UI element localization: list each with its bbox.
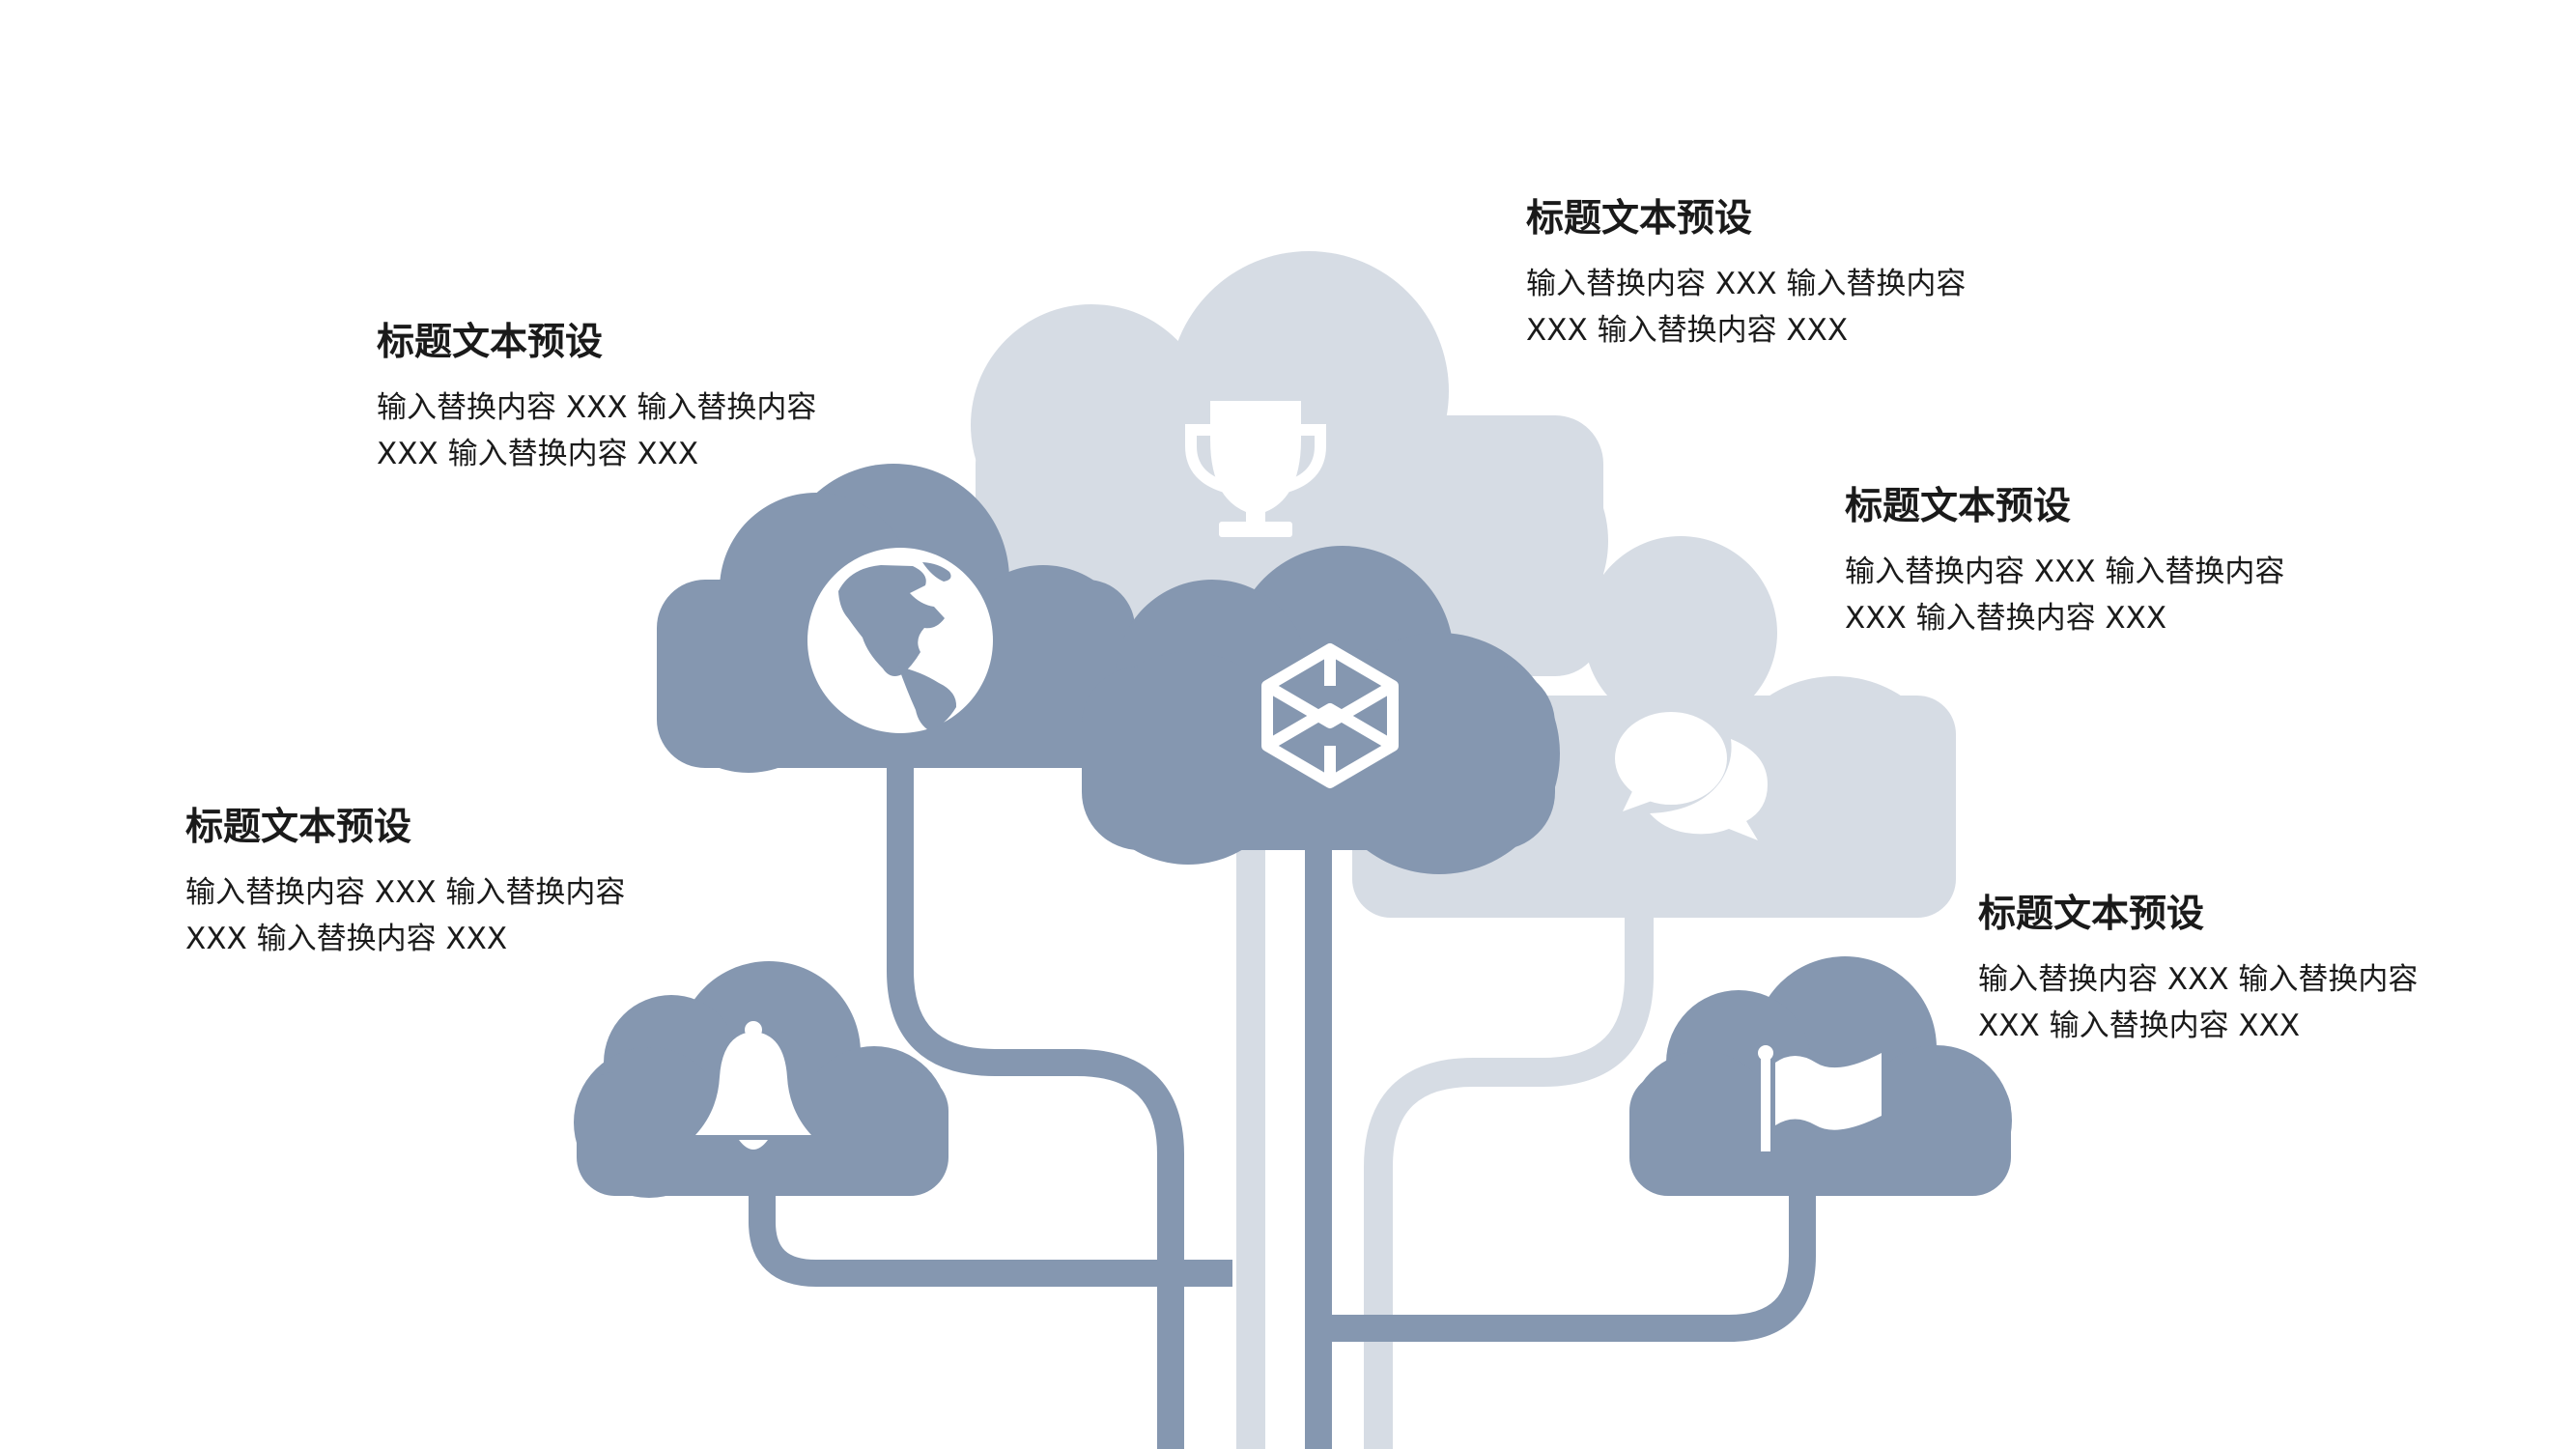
globe-icon: [807, 548, 993, 733]
node-title: 标题文本预设: [1526, 197, 1753, 241]
node-flag-text: 标题文本预设 输入替换内容 XXX 输入替换内容 XXX 输入替换内容 XXX: [1978, 893, 2418, 1049]
connector-globe: [887, 744, 1184, 1449]
connector-bell: [749, 1183, 1232, 1287]
node-description: 输入替换内容 XXX 输入替换内容 XXX 输入替换内容 XXX: [377, 384, 816, 477]
node-description-line: XXX 输入替换内容 XXX: [377, 437, 699, 471]
node-description: 输入替换内容 XXX 输入替换内容 XXX 输入替换内容 XXX: [1526, 261, 1966, 354]
connector-trunk-light-right: [1364, 908, 1654, 1449]
node-globe-text: 标题文本预设 输入替换内容 XXX 输入替换内容 XXX 输入替换内容 XXX: [377, 321, 816, 477]
node-description-line: 输入替换内容 XXX 输入替换内容: [1526, 267, 1967, 301]
node-title: 标题文本预设: [377, 321, 604, 364]
node-description: 输入替换内容 XXX 输入替换内容 XXX 输入替换内容 XXX: [1978, 956, 2418, 1049]
flag-icon: [1758, 1045, 1882, 1151]
cloud-flag-dark: [1629, 956, 2012, 1196]
node-description-line: XXX 输入替换内容 XXX: [1845, 601, 2167, 636]
light-connectors: [1236, 831, 1654, 1449]
node-description: 输入替换内容 XXX 输入替换内容 XXX 输入替换内容 XXX: [1845, 549, 2284, 641]
node-description-line: XXX 输入替换内容 XXX: [1526, 313, 1849, 348]
trophy-icon: [1185, 401, 1326, 537]
node-description-line: 输入替换内容 XXX 输入替换内容: [1978, 962, 2419, 997]
node-description-line: 输入替换内容 XXX 输入替换内容: [1845, 554, 2285, 589]
node-description-line: XXX 输入替换内容 XXX: [185, 922, 508, 956]
node-title: 标题文本预设: [1978, 893, 2205, 936]
node-description-line: 输入替换内容 XXX 输入替换内容: [185, 875, 626, 910]
node-description-line: XXX 输入替换内容 XXX: [1978, 1009, 2301, 1043]
connector-flag: [1318, 1183, 1816, 1342]
node-trophy-text: 标题文本预设 输入替换内容 XXX 输入替换内容 XXX 输入替换内容 XXX: [1526, 197, 1966, 354]
chat-bubbles-icon: [1615, 712, 1768, 840]
node-bell-text: 标题文本预设 输入替换内容 XXX 输入替换内容 XXX 输入替换内容 XXX: [185, 806, 625, 962]
bell-icon: [695, 1021, 811, 1150]
node-title: 标题文本预设: [185, 806, 412, 849]
dark-connectors: [749, 744, 1816, 1449]
node-description-line: 输入替换内容 XXX 输入替换内容: [377, 390, 817, 425]
node-title: 标题文本预设: [1845, 485, 2072, 528]
node-description: 输入替换内容 XXX 输入替换内容 XXX 输入替换内容 XXX: [185, 869, 625, 962]
cube-icon: [1261, 643, 1399, 788]
node-chat-text: 标题文本预设 输入替换内容 XXX 输入替换内容 XXX 输入替换内容 XXX: [1845, 485, 2284, 641]
